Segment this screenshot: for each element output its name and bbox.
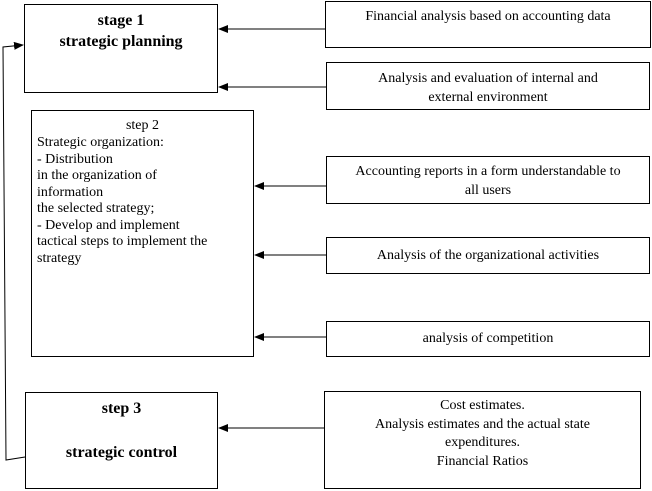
cost-estimates-line: Financial Ratios [436,453,529,469]
step2-line: tactical steps to implement the [37,234,208,249]
cost-estimates-box: Cost estimates. Analysis estimates and t… [324,391,641,489]
financial-analysis-text: Financial analysis based on accounting d… [365,9,611,24]
accounting-reports-text: Accounting reports in a form understanda… [327,162,649,200]
step2-line: - Distribution [37,151,113,167]
stage1-subtitle: strategic planning [59,33,183,50]
step3-subtitle: strategic control [65,444,178,461]
accounting-reports-line: all users [464,183,512,198]
cost-estimates-line: Cost estimates. [440,398,525,413]
organizational-activities-text: Analysis of the organizational activitie… [376,248,600,263]
environment-analysis-text: Analysis and evaluation of internal and … [327,69,649,107]
step2-line: information [37,184,104,200]
step3-title: step 3 [101,400,142,417]
step2-line: Strategic organization: [37,135,164,150]
feedback-loop-step3-to-stage1 [2,41,26,461]
organizational-activities-box: Analysis of the organizational activitie… [326,237,650,274]
cost-estimates-line: expenditures. [444,435,521,450]
financial-analysis-box: Financial analysis based on accounting d… [325,1,651,48]
step2-title: step 2 [125,118,160,133]
step2-line: the selected strategy; [37,201,155,216]
step2-description: Strategic organization: - Distribution i… [37,135,207,267]
step2-line: in the organization of [37,168,157,183]
environment-analysis-box: Analysis and evaluation of internal and … [326,62,650,110]
step2-box: step 2 Strategic organization: - Distrib… [31,110,254,357]
step2-line: - Develop and implement [37,217,180,233]
accounting-reports-line: Accounting reports in a form understanda… [355,164,621,179]
step3-box: step 3 strategic control [25,392,218,489]
cost-estimates-line: Analysis estimates and the actual state [375,416,590,432]
step2-line: strategy [37,250,82,266]
competition-analysis-box: analysis of competition [326,321,650,357]
cost-estimates-text: Cost estimates. Analysis estimates and t… [325,397,640,471]
accounting-reports-box: Accounting reports in a form understanda… [326,156,650,204]
environment-analysis-line: external environment [428,90,548,105]
stage1-box: stage 1 strategic planning [24,4,218,93]
environment-analysis-line: Analysis and evaluation of internal and [378,71,598,86]
competition-analysis-text: analysis of competition [422,331,554,346]
stage1-title: stage 1 [97,12,145,29]
